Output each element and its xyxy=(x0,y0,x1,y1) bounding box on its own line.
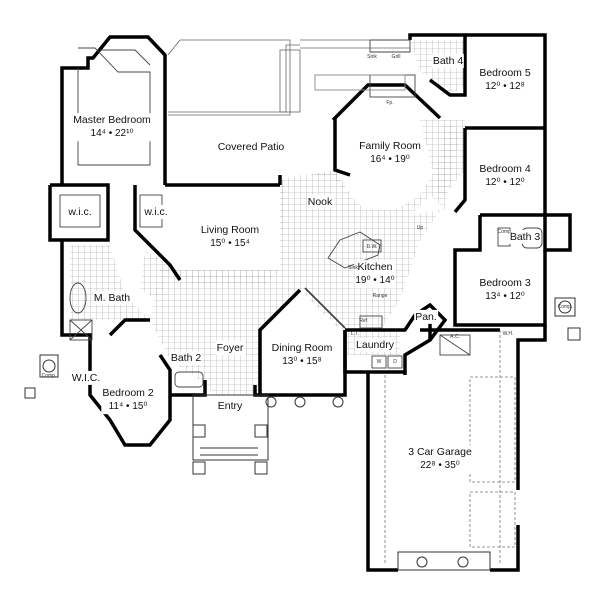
patio-outline xyxy=(167,39,410,116)
refrigerator-label: Ref. xyxy=(359,318,369,324)
room-wic-left: w.i.c. xyxy=(67,204,93,220)
room-name: Bath 3 xyxy=(508,229,542,245)
room-name: Bedroom 5 xyxy=(478,66,532,81)
interior-lines xyxy=(59,39,543,388)
room-name: Covered Patio xyxy=(216,139,286,155)
room-name: Foyer xyxy=(215,340,245,356)
room-name: 3 Car Garage xyxy=(407,445,473,460)
room-name: Bedroom 3 xyxy=(478,276,532,291)
room-dimensions: 13⁰ • 15⁸ xyxy=(270,355,334,369)
room-wic-right: w.i.c. xyxy=(143,204,169,220)
comp-garage-label: Comp. xyxy=(497,229,513,235)
room-name: Laundry xyxy=(355,337,395,353)
room-dimensions: 22⁸ • 35⁰ xyxy=(407,459,473,473)
room-name: Kitchen xyxy=(354,260,396,275)
room-name: Bath 2 xyxy=(169,350,203,366)
room-pantry: Pan. xyxy=(414,309,438,325)
room-dimensions: 11⁴ • 15⁰ xyxy=(101,400,155,414)
room-name: w.i.c. xyxy=(67,204,93,220)
room-bath-2: Bath 2 xyxy=(169,350,203,366)
room-dimensions: 13⁴ • 12⁰ xyxy=(478,290,532,304)
room-nook: Nook xyxy=(306,194,334,210)
room-entry: Entry xyxy=(216,398,244,414)
kitchen-sink-label: Sink xyxy=(348,265,358,271)
room-dimensions: 14⁴ • 22¹⁰ xyxy=(72,127,152,141)
room-laundry: Laundry xyxy=(355,337,395,353)
porch-and-doors xyxy=(24,297,581,571)
comp-right-label: Comp. xyxy=(557,304,573,310)
room-name: Nook xyxy=(306,194,334,210)
room-name: Living Room xyxy=(199,223,261,238)
stairs-up-label: Up xyxy=(416,225,424,231)
room-covered-patio: Covered Patio xyxy=(216,139,286,155)
garage-dashes xyxy=(384,330,516,565)
room-dimensions: 12⁰ • 12⁸ xyxy=(478,80,532,94)
range-label: Range xyxy=(372,293,388,299)
room-foyer: Foyer xyxy=(215,340,245,356)
room-m-bath: M. Bath xyxy=(92,290,132,306)
room-name: W.I.C. xyxy=(70,370,102,386)
tiled-floor xyxy=(70,40,465,395)
room-bath-3: Bath 3 xyxy=(508,229,542,245)
room-name: Dining Room xyxy=(270,341,334,356)
room-bath-4: Bath 4 xyxy=(431,53,465,69)
room-name: Master Bedroom xyxy=(72,113,152,128)
room-dimensions: 15⁰ • 15⁴ xyxy=(199,237,261,251)
comp-left-label: Comp. xyxy=(41,373,57,379)
room-name: Entry xyxy=(216,398,244,414)
room-wic-bedroom-2: W.I.C. xyxy=(70,370,102,386)
walls xyxy=(48,33,572,572)
ac-label: A.C. xyxy=(450,334,460,340)
room-dimensions: 16⁴ • 19⁰ xyxy=(358,153,422,167)
room-name: Bedroom 4 xyxy=(478,162,532,177)
grill-label: Grill xyxy=(391,54,401,60)
room-name: M. Bath xyxy=(92,290,132,306)
water-heater-label: W.H. xyxy=(502,331,514,337)
room-name: Family Room xyxy=(358,139,422,154)
fireplace-label: Fp. xyxy=(386,100,394,106)
dryer-label: D xyxy=(393,359,397,365)
room-name: Bedroom 2 xyxy=(101,386,155,401)
sink-label: Sink xyxy=(367,54,377,60)
room-name: w.i.c. xyxy=(143,204,169,220)
washer-label: W xyxy=(376,359,382,365)
room-dimensions: 19⁰ • 14⁰ xyxy=(354,274,396,288)
dishwasher-label: D.W. xyxy=(366,244,378,250)
room-name: Bath 4 xyxy=(431,53,465,69)
room-dimensions: 12⁰ • 12⁰ xyxy=(478,176,532,190)
room-name: Pan. xyxy=(414,309,438,325)
linen-label: L.T. xyxy=(350,331,360,337)
